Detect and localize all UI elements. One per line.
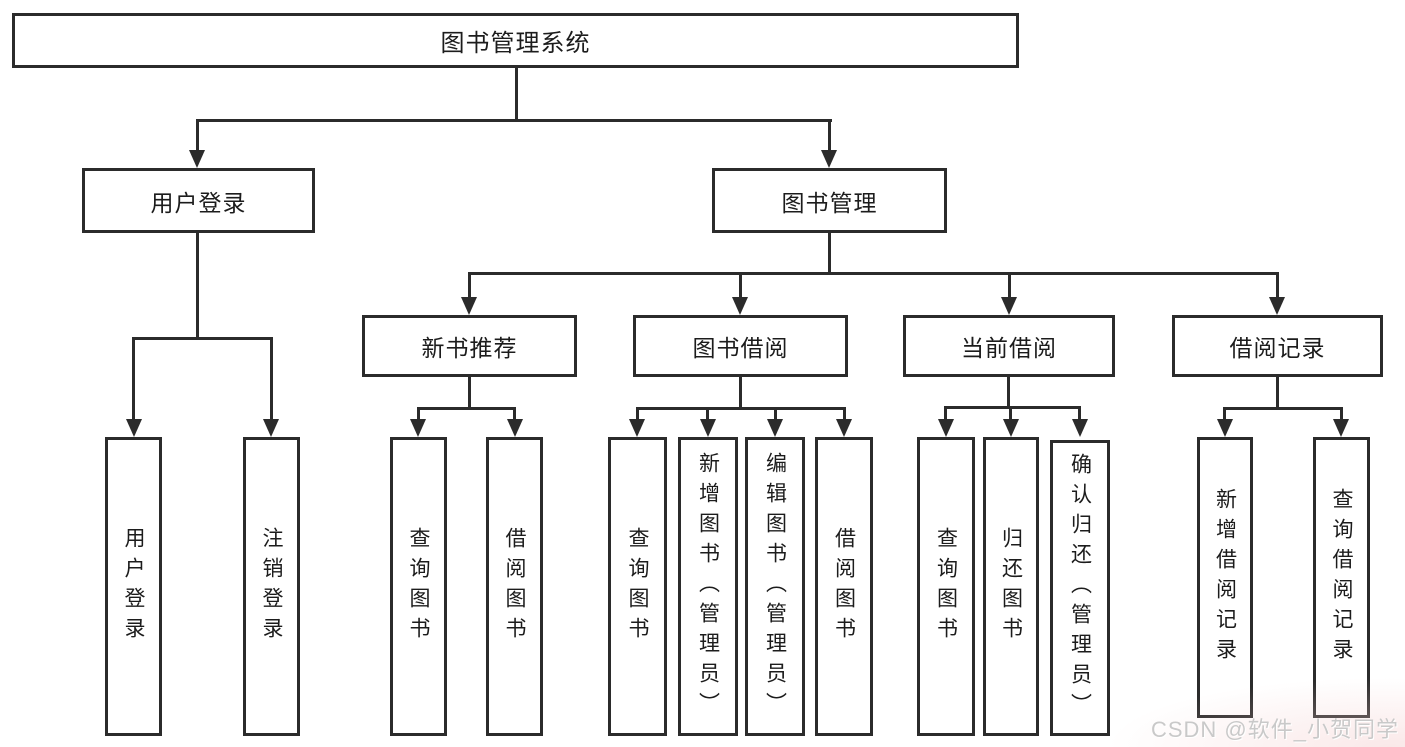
leaf-edit-books-admin: 编辑图书（管理员） bbox=[745, 437, 805, 736]
leaf-query-books: 查询图书 bbox=[917, 437, 975, 736]
leaf-add-books-admin: 新增图书（管理员） bbox=[678, 437, 738, 736]
node-root: 图书管理系统 bbox=[12, 13, 1019, 68]
arrowhead-icon bbox=[410, 419, 426, 437]
node-label: 当前借阅 bbox=[961, 335, 1057, 361]
leaf-label: 确认归还（管理员） bbox=[1068, 453, 1092, 723]
connector-line bbox=[1008, 272, 1011, 299]
leaf-label: 注销登录 bbox=[260, 526, 283, 647]
arrowhead-icon bbox=[461, 297, 477, 315]
node-label: 用户登录 bbox=[150, 189, 247, 216]
connector-line bbox=[1078, 406, 1081, 421]
connector-line bbox=[196, 233, 199, 337]
connector-line bbox=[706, 407, 709, 421]
leaf-borrow-books: 借阅图书 bbox=[486, 437, 543, 736]
arrowhead-icon bbox=[1003, 419, 1019, 437]
node-label: 图书借阅 bbox=[692, 335, 789, 361]
connector-line bbox=[1340, 407, 1343, 421]
arrowhead-icon bbox=[700, 419, 716, 437]
arrowhead-icon bbox=[126, 419, 142, 437]
connector-line bbox=[739, 272, 742, 299]
leaf-label: 查询借阅记录 bbox=[1330, 487, 1353, 668]
connector-line bbox=[417, 407, 420, 421]
connector-line bbox=[270, 337, 273, 421]
arrowhead-icon bbox=[938, 419, 954, 437]
leaf-label: 归还图书 bbox=[999, 526, 1023, 647]
leaf-label: 新增借阅记录 bbox=[1213, 487, 1237, 668]
arrowhead-icon bbox=[263, 419, 279, 437]
leaf-query-borrow-record: 查询借阅记录 bbox=[1313, 437, 1370, 718]
leaf-label: 用户登录 bbox=[122, 526, 145, 647]
arrowhead-icon bbox=[767, 419, 783, 437]
arrowhead-icon bbox=[189, 150, 205, 168]
connector-line bbox=[468, 377, 471, 407]
arrowhead-icon bbox=[821, 150, 837, 168]
connector-line bbox=[739, 377, 742, 407]
leaf-add-borrow-record: 新增借阅记录 bbox=[1197, 437, 1253, 718]
connector-line bbox=[513, 407, 516, 421]
connector-line bbox=[774, 407, 777, 421]
connector-line bbox=[636, 407, 845, 410]
connector-line bbox=[944, 406, 947, 421]
connector-line bbox=[1223, 407, 1343, 410]
arrowhead-icon bbox=[1269, 297, 1285, 315]
arrowhead-icon bbox=[1217, 419, 1233, 437]
connector-line bbox=[828, 233, 831, 272]
node-label: 借阅记录 bbox=[1229, 335, 1326, 361]
connector-line bbox=[468, 272, 1279, 275]
node-current-borrow: 当前借阅 bbox=[903, 315, 1115, 377]
leaf-label: 查询图书 bbox=[934, 526, 958, 647]
node-new-book-recommend: 新书推荐 bbox=[362, 315, 577, 377]
node-book-management: 图书管理 bbox=[712, 168, 947, 233]
arrowhead-icon bbox=[1072, 419, 1088, 437]
connector-line bbox=[828, 119, 831, 152]
leaf-label: 新增图书（管理员） bbox=[696, 451, 720, 722]
connector-line bbox=[1276, 377, 1279, 407]
connector-line bbox=[1009, 406, 1012, 421]
arrowhead-icon bbox=[732, 297, 748, 315]
connector-line bbox=[417, 407, 516, 410]
node-root-label: 图书管理系统 bbox=[440, 30, 591, 57]
connector-line bbox=[132, 337, 273, 340]
leaf-label: 借阅图书 bbox=[503, 526, 526, 647]
connector-line bbox=[468, 272, 471, 299]
leaf-confirm-return-admin: 确认归还（管理员） bbox=[1050, 440, 1110, 736]
arrowhead-icon bbox=[1001, 297, 1017, 315]
connector-line bbox=[1007, 377, 1010, 406]
arrowhead-icon bbox=[1333, 419, 1349, 437]
connector-line bbox=[196, 119, 832, 122]
leaf-label: 查询图书 bbox=[407, 526, 430, 647]
connector-line bbox=[515, 68, 518, 120]
connector-line bbox=[1223, 407, 1226, 421]
node-user-login: 用户登录 bbox=[82, 168, 315, 233]
leaf-user-login: 用户登录 bbox=[105, 437, 162, 736]
leaf-label: 查询图书 bbox=[626, 526, 649, 647]
arrowhead-icon bbox=[836, 419, 852, 437]
node-label: 新书推荐 bbox=[421, 335, 518, 361]
connector-line bbox=[636, 407, 639, 421]
node-borrow-records: 借阅记录 bbox=[1172, 315, 1383, 377]
leaf-label: 借阅图书 bbox=[832, 526, 856, 647]
node-label: 图书管理 bbox=[781, 189, 878, 216]
csdn-watermark: CSDN @软件_小贺同学 bbox=[1150, 717, 1399, 742]
leaf-return-books: 归还图书 bbox=[983, 437, 1039, 736]
leaf-query-books: 查询图书 bbox=[390, 437, 447, 736]
leaf-borrow-books: 借阅图书 bbox=[815, 437, 873, 736]
connector-line bbox=[843, 407, 846, 421]
leaf-query-books: 查询图书 bbox=[608, 437, 667, 736]
arrowhead-icon bbox=[507, 419, 523, 437]
connector-line bbox=[196, 119, 199, 152]
leaf-logout: 注销登录 bbox=[243, 437, 300, 736]
connector-line bbox=[132, 337, 135, 421]
connector-line bbox=[944, 406, 1081, 409]
leaf-label: 编辑图书（管理员） bbox=[763, 451, 787, 722]
arrowhead-icon bbox=[629, 419, 645, 437]
node-book-borrow: 图书借阅 bbox=[633, 315, 848, 377]
connector-line bbox=[1276, 272, 1279, 299]
